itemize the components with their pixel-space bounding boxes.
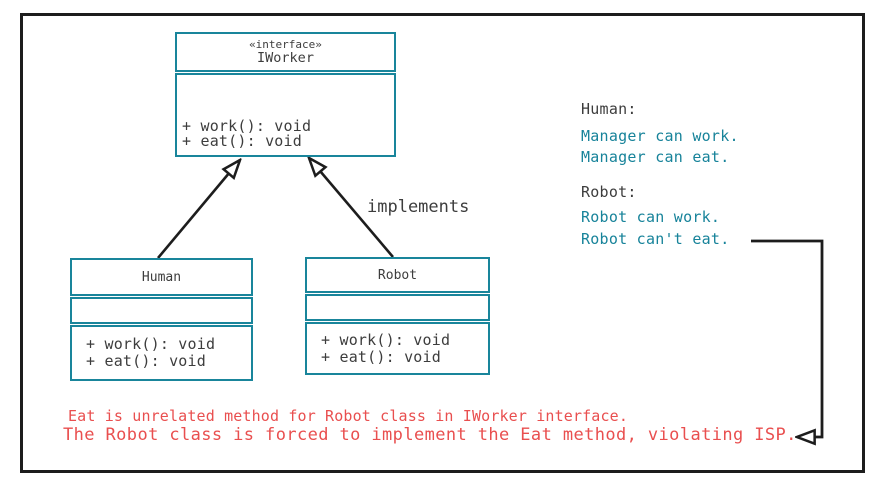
robot-method-eat: + eat(): void (321, 347, 441, 366)
human-method-eat: + eat(): void (86, 352, 206, 370)
implements-edge-label: implements (367, 197, 470, 217)
human-class-box: Human + work(): void + eat(): void (70, 258, 253, 381)
robot-class-box: Robot + work(): void + eat(): void (305, 257, 490, 375)
human-annotation-line-1: Manager can work. (581, 127, 739, 145)
human-title-compartment: Human (70, 258, 253, 296)
human-annotation-line-2: Manager can eat. (581, 148, 730, 166)
figure-border (20, 13, 865, 473)
human-annotation-heading: Human: (581, 100, 637, 118)
footnote-line-1: Eat is unrelated method for Robot class … (68, 407, 629, 425)
robot-title-compartment: Robot (305, 257, 490, 293)
iworker-interface-box: «interface» IWorker + work(): void + eat… (175, 32, 396, 157)
iworker-method-eat: + eat(): void (182, 131, 302, 150)
robot-annotation-line-2: Robot can't eat. (581, 230, 730, 248)
robot-annotation-heading: Robot: (581, 183, 637, 201)
iworker-method-work: + work(): void (182, 117, 312, 135)
human-attributes-compartment (70, 297, 253, 324)
interface-stereotype: «interface» (249, 38, 322, 51)
interface-name: IWorker (257, 50, 314, 66)
footnote-line-2: The Robot class is forced to implement t… (63, 425, 797, 445)
robot-methods-compartment: + work(): void + eat(): void (305, 322, 490, 375)
robot-annotation-line-1: Robot can work. (581, 208, 721, 226)
human-method-work: + work(): void (86, 335, 216, 353)
iworker-title-compartment: «interface» IWorker (175, 32, 396, 72)
iworker-methods-compartment: + work(): void + eat(): void (175, 73, 396, 157)
robot-method-work: + work(): void (321, 330, 451, 349)
human-methods-compartment: + work(): void + eat(): void (70, 325, 253, 381)
robot-attributes-compartment (305, 294, 490, 321)
